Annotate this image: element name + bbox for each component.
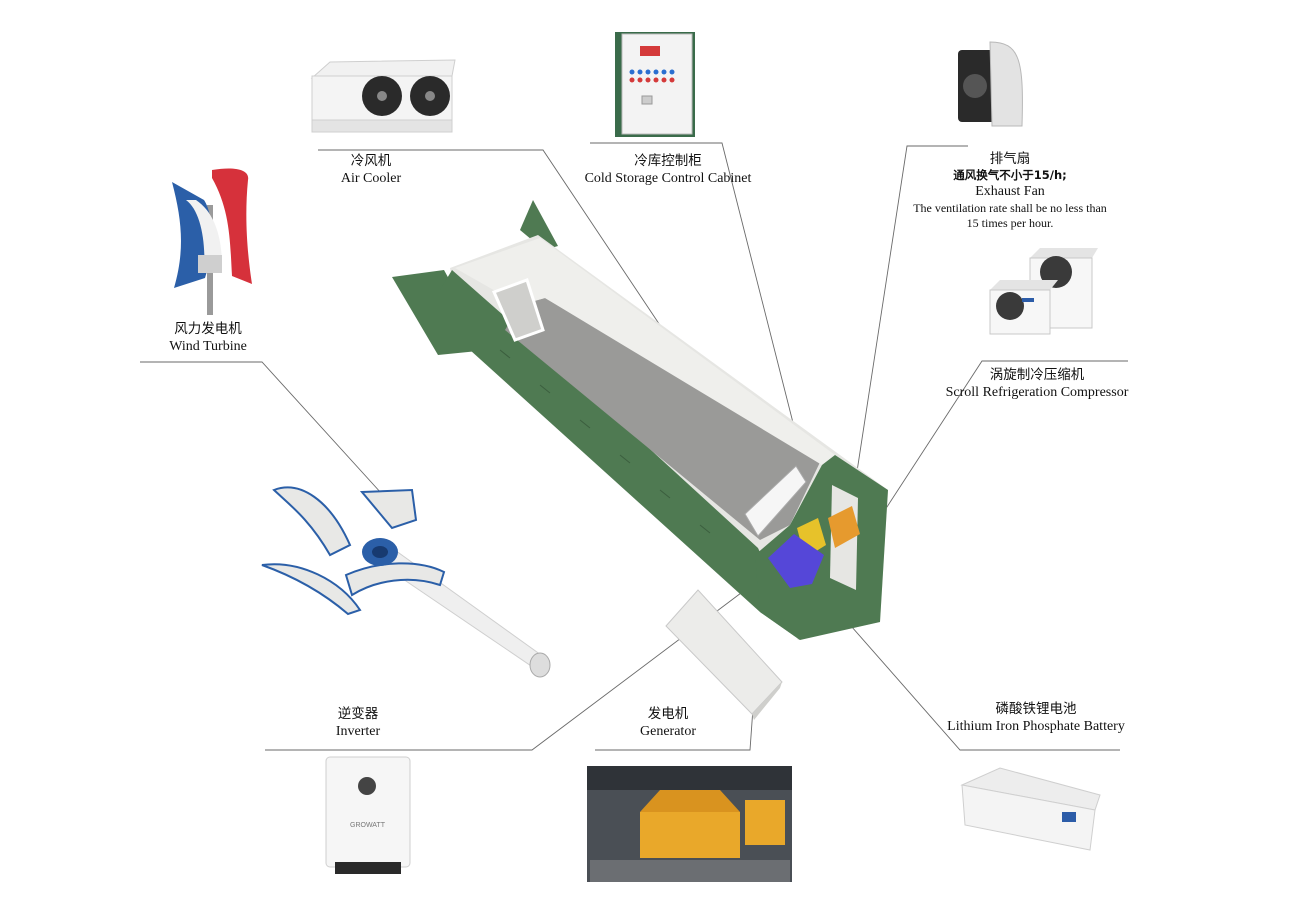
exploded-inverter [665, 589, 783, 720]
exhaust-fan-note-en-2: 15 times per hour. [966, 216, 1054, 230]
container-orange-box [828, 506, 860, 548]
leader-exhaust-fan [855, 145, 968, 479]
exhaust-fan-image [958, 41, 1023, 127]
generator-image [587, 766, 792, 882]
wind-turbine-label-zh: 风力发电机 [174, 321, 242, 337]
container-air-cooler [744, 465, 807, 537]
leader-compressor [884, 360, 1128, 511]
leader-control-cabinet [590, 142, 806, 471]
container-battery-block [768, 534, 824, 588]
battery-label-en: Lithium Iron Phosphate Battery [947, 719, 1125, 734]
battery-label: 磷酸铁锂电池 Lithium Iron Phosphate Battery [934, 700, 1138, 736]
exhaust-fan-label-zh: 排气扇 [989, 151, 1031, 167]
container-ribs [499, 349, 711, 534]
container-interior-wall [455, 238, 835, 465]
air-cooler-label-en: Air Cooler [340, 171, 402, 186]
inverter-label-zh: 逆变器 [337, 706, 379, 722]
air-cooler-label-zh: 冷风机 [350, 153, 392, 169]
exhaust-fan-label: 排气扇 通风换气不小于15/h; Exhaust Fan The ventila… [890, 150, 1130, 231]
exhaust-fan-note-zh: 通风换气不小于15/h; [953, 168, 1067, 182]
container-floor [505, 298, 822, 540]
inverter-label-en: Inverter [335, 724, 381, 739]
container-back-door [520, 200, 558, 250]
leader-inverter [265, 589, 746, 751]
inverter-image: GROWATT [325, 756, 411, 874]
generator-label-zh: 发电机 [647, 706, 689, 722]
control-cabinet-image [615, 32, 695, 137]
wind-turbine-label-en: Wind Turbine [169, 339, 247, 354]
control-cabinet-label-zh: 冷库控制柜 [634, 153, 702, 169]
compressor-label: 涡旋制冷压缩机 Scroll Refrigeration Compressor [932, 366, 1142, 402]
container-inner-door [491, 278, 545, 342]
inverter-brand: GROWATT [350, 822, 386, 829]
wind-turbine-label: 风力发电机 Wind Turbine [150, 320, 266, 356]
cold-storage-container [392, 200, 888, 640]
exhaust-fan-label-en: Exhaust Fan [975, 184, 1045, 199]
generator-label-en: Generator [640, 724, 696, 739]
control-cabinet-label: 冷库控制柜 Cold Storage Control Cabinet [566, 152, 770, 188]
exploded-wind-turbine [261, 486, 551, 678]
inverter-label: 逆变器 Inverter [318, 705, 398, 741]
battery-image [960, 767, 1101, 851]
compressor-label-zh: 涡旋制冷压缩机 [989, 367, 1085, 383]
air-cooler-label: 冷风机 Air Cooler [316, 152, 426, 188]
wind-turbine-image [172, 168, 252, 315]
air-cooler-image [310, 59, 456, 133]
control-cabinet-label-en: Cold Storage Control Cabinet [584, 171, 752, 186]
generator-label: 发电机 Generator [628, 705, 708, 741]
leader-wind-turbine [140, 361, 393, 506]
compressor-label-en: Scroll Refrigeration Compressor [945, 385, 1129, 400]
exhaust-fan-note-en-1: The ventilation rate shall be no less th… [913, 201, 1107, 215]
battery-label-zh: 磷酸铁锂电池 [995, 701, 1077, 717]
leader-battery [814, 584, 1120, 751]
compressor-image [989, 248, 1098, 335]
